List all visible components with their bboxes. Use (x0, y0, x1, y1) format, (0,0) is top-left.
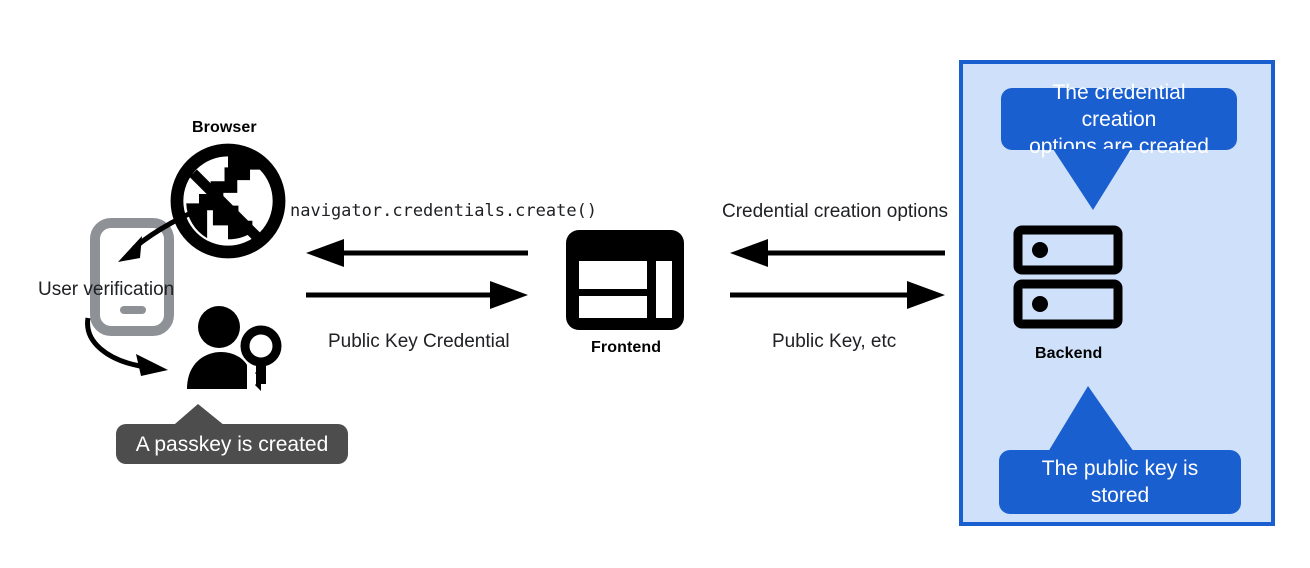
frontend-icon (566, 230, 684, 330)
backend-inbound-arrow (730, 239, 945, 267)
backend-outbound-arrow (730, 281, 945, 309)
backend-top-callout-line1: The credential creation (1052, 80, 1186, 131)
backend-label: Backend (1035, 345, 1103, 362)
phone-to-user-arrow (78, 316, 198, 386)
backend-bottom-callout-pointer (1048, 386, 1134, 452)
browser-label: Browser (192, 119, 257, 136)
browser-to-phone-arrow (98, 196, 218, 276)
browser-inbound-arrow (306, 239, 528, 267)
navigator-create-label: navigator.credentials.create() (290, 201, 598, 221)
frontend-label: Frontend (591, 339, 662, 356)
public-key-credential-label: Public Key Credential (328, 331, 510, 352)
backend-bottom-callout-line2: stored (1090, 484, 1150, 507)
backend-top-callout-pointer (1053, 149, 1131, 210)
server-racks-icon (1013, 225, 1123, 330)
credential-creation-options-label: Credential creation options (722, 201, 949, 222)
globe-icon (170, 143, 286, 259)
browser-outbound-arrow (306, 281, 528, 309)
passkey-tooltip: A passkey is created (116, 424, 348, 464)
user-with-key-icon (185, 305, 283, 393)
public-key-etc-label: Public Key, etc (772, 331, 897, 352)
passkey-tooltip-pointer (168, 404, 236, 430)
backend-bottom-callout: The public key is stored (999, 450, 1241, 514)
backend-top-callout: The credential creation options are crea… (1001, 81, 1237, 158)
backend-bottom-callout-line1: The public key is (1041, 457, 1199, 480)
mobile-phone-icon (90, 218, 174, 336)
user-verification-label: User verification (38, 279, 175, 300)
